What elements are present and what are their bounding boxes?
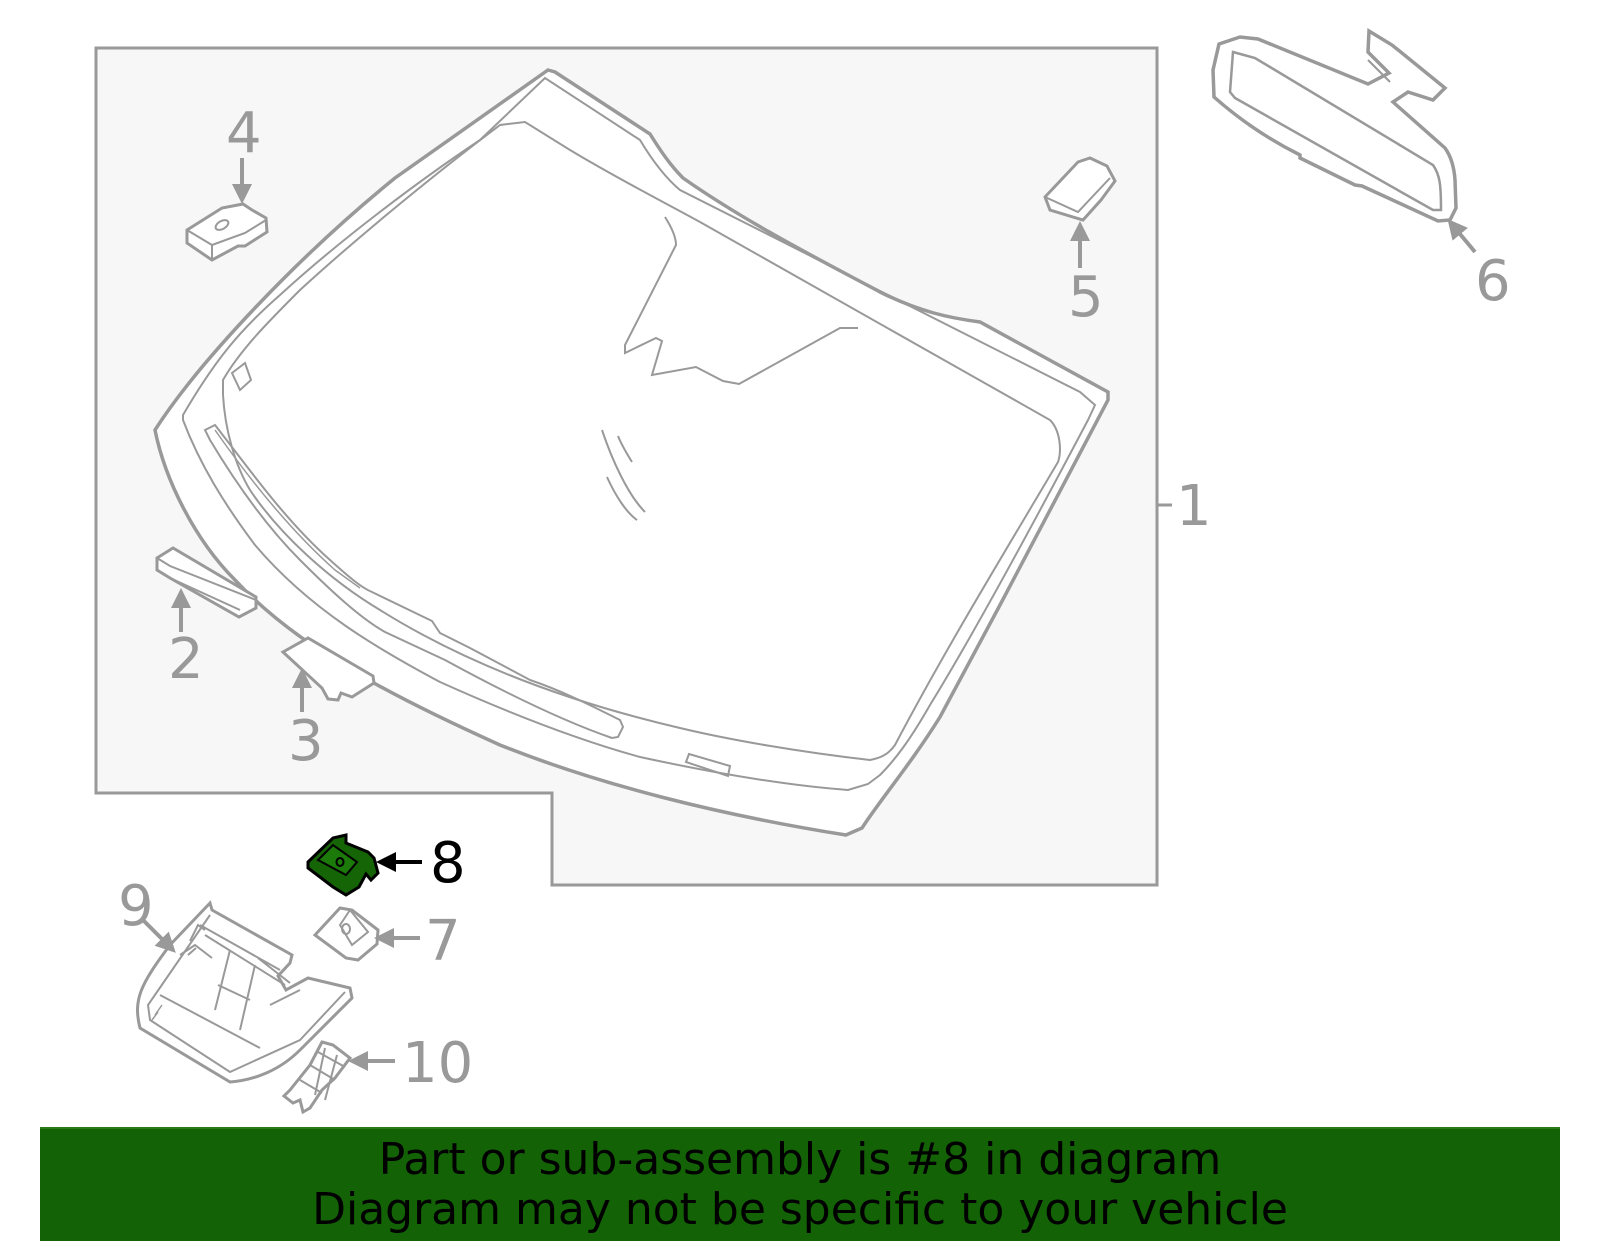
callout-8-label[interactable]: 8: [430, 831, 466, 896]
part-5-sensor-cover[interactable]: [1043, 156, 1117, 222]
windshield-part-1[interactable]: [153, 68, 1110, 837]
part-7-mirror-mount[interactable]: [312, 906, 380, 962]
callout-2-label: 2: [168, 627, 204, 692]
callout-9-arrow: [141, 918, 176, 953]
part-4-bracket[interactable]: [185, 202, 269, 262]
part-3-clip[interactable]: [280, 636, 376, 702]
banner-line-1: Part or sub-assembly is #8 in diagram: [378, 1134, 1222, 1185]
callout-1-label[interactable]: 1: [1176, 474, 1212, 539]
callout-5-label: 5: [1068, 265, 1104, 330]
callout-10-label: 10: [402, 1031, 473, 1096]
info-banner: Part or sub-assembly is #8 in diagram Di…: [40, 1127, 1560, 1241]
part-2-bracket[interactable]: [155, 546, 258, 619]
callout-9-label: 9: [118, 874, 154, 939]
part-9-overhead-console[interactable]: [136, 900, 354, 1084]
callout-3-label: 3: [288, 709, 324, 774]
callout-7-label: 7: [425, 909, 461, 974]
part-6-rear-view-mirror[interactable]: [1211, 27, 1458, 223]
callout-6-label: 6: [1475, 249, 1511, 314]
callout-6-arrow: [1447, 218, 1477, 254]
banner-line-2: Diagram may not be specific to your vehi…: [312, 1184, 1288, 1235]
callout-4-label: 4: [226, 101, 262, 166]
part-8-bracket-highlighted[interactable]: [306, 833, 380, 897]
